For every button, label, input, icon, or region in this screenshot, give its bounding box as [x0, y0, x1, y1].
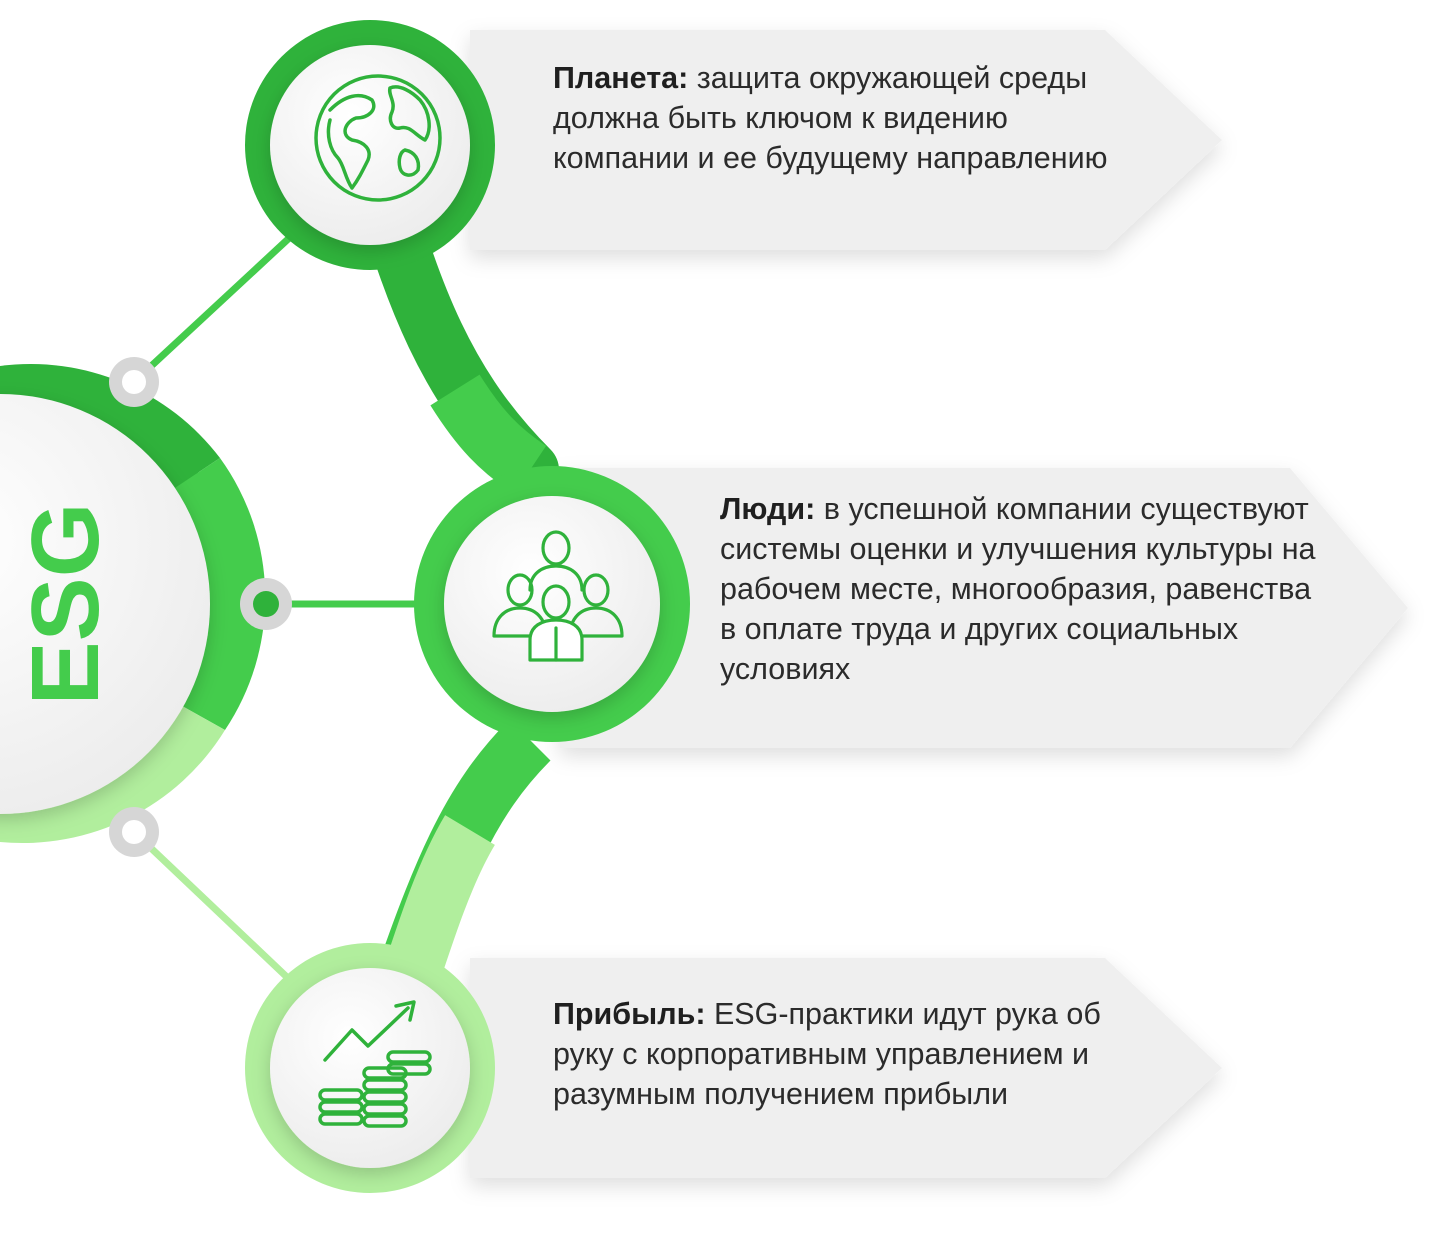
coins-growth-icon — [318, 1000, 432, 1128]
planet-node — [270, 45, 470, 245]
people-title: Люди: — [720, 492, 816, 526]
esg-center-disc — [0, 394, 210, 814]
profit-description: Прибыль: ESG-практики идут рука об руку … — [553, 994, 1133, 1114]
people-description: Люди: в успешной компании существуют сис… — [720, 489, 1320, 689]
people-group-icon — [492, 530, 624, 662]
profit-title: Прибыль: — [553, 997, 706, 1031]
people-text: в успешной компании существуют системы о… — [720, 492, 1316, 686]
globe-icon — [314, 74, 442, 202]
planet-description: Планета: защита окружающей среды должна … — [553, 58, 1113, 178]
people-node — [444, 496, 660, 712]
planet-title: Планета: — [553, 61, 689, 95]
profit-text: ESG-практики идут рука об руку с корпора… — [553, 997, 1101, 1111]
center-label: ESG — [12, 503, 119, 706]
planet-text: защита окружающей среды должна быть ключ… — [553, 61, 1108, 175]
card-profit — [470, 958, 1222, 1178]
card-planet — [470, 30, 1222, 250]
card-people — [560, 468, 1408, 748]
